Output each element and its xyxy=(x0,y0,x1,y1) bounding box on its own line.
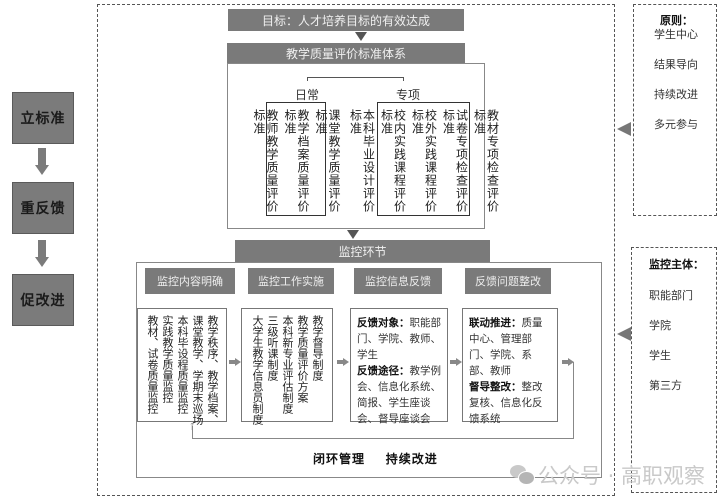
principle-item: 多元参与 xyxy=(654,118,698,131)
step-item: 教材、试卷质量监控 xyxy=(146,315,159,414)
closed-loop-footer: 闭环管理 持续改进 xyxy=(313,452,438,466)
branch-tick xyxy=(307,77,308,81)
stage-label: 重反馈 xyxy=(20,201,66,217)
special-standard: 教材专项检查评价标准 xyxy=(472,109,500,213)
daily-label: 日常 xyxy=(295,88,320,102)
special-label: 专项 xyxy=(396,88,421,102)
daily-standard: 课堂教学质量评价标准 xyxy=(314,109,341,213)
stage-label: 立标准 xyxy=(20,111,66,127)
step-title: 监控工作实施 xyxy=(258,275,324,288)
monitoring-subjects-panel xyxy=(631,247,717,493)
standard-system-bar: 教学质量评价标准体系 xyxy=(227,43,465,63)
step-item: 本科毕设程质量监控 xyxy=(176,315,189,414)
subject-item: 职能部门 xyxy=(649,289,693,302)
daily-standards-box: 课堂教学质量评价标准 教学档案质量评价标准 教师教学质量评价标准 xyxy=(252,102,341,216)
step-item: 本科新专业评估制度 xyxy=(281,315,294,414)
special-standard: 试卷专项检查评价标准 xyxy=(441,109,469,213)
step-title-bar: 监控工作实施 xyxy=(248,268,334,294)
right-arrow-icon xyxy=(450,358,462,366)
monitoring-bar: 监控环节 xyxy=(235,240,490,262)
stage-set-standards: 立标准 xyxy=(12,92,74,144)
subject-item: 学生 xyxy=(649,349,671,362)
branch-tick xyxy=(403,77,404,81)
down-arrow-icon xyxy=(35,240,49,270)
loop-line xyxy=(192,426,193,438)
principle-item: 学生中心 xyxy=(654,28,698,41)
left-triangle-icon xyxy=(617,327,631,341)
right-arrow-icon xyxy=(229,358,241,366)
step-content-box: 联动推进：质量中心、管理部门、学院、系部、教师 督导整改：整改复核、信息化反馈系… xyxy=(462,308,558,425)
daily-standard: 教学档案质量评价标准 xyxy=(283,109,310,213)
step-item: 课堂教学、学期末巡场 xyxy=(191,315,204,425)
step-title-bar: 监控内容明确 xyxy=(145,268,235,294)
watermark: 公众号 · 高职观察 xyxy=(510,460,705,490)
special-standard: 校外实践课程评价标准 xyxy=(410,109,438,213)
step-content-box: 教学秩序、教学档案、 课堂教学、学期末巡场 本科毕设程质量监控 实践教学质量监控… xyxy=(137,308,227,425)
left-triangle-icon xyxy=(617,122,631,136)
step-title: 监控信息反馈 xyxy=(365,275,431,288)
stage-label: 促改进 xyxy=(20,293,66,309)
principles-title: 原则： xyxy=(660,14,693,27)
step-item: 大学生教学信息员制度 xyxy=(251,315,264,425)
branch-connector xyxy=(307,77,403,78)
step-content-box: 反馈对象：职能部门、学院、教师、学生 反馈途径：教学例会、信息化系统、简报、学生… xyxy=(350,308,448,425)
step-item: 教学秩序、教学档案、 xyxy=(206,315,219,425)
special-standard: 本科毕业设计评价标准 xyxy=(348,109,376,213)
step-item: 教学质量评价方案 xyxy=(296,315,309,403)
stage-promote-improvement: 促改进 xyxy=(12,274,74,326)
down-triangle-icon xyxy=(347,230,359,239)
wechat-icon xyxy=(510,465,535,485)
step-content-box: 教学督导制度 教学质量评价方案 本科新专业评估制度 三级听课制度 大学生教学信息… xyxy=(241,308,333,425)
standard-system-title: 教学质量评价标准体系 xyxy=(285,46,406,61)
step-item: 教学督导制度 xyxy=(311,315,324,381)
principle-item: 持续改进 xyxy=(654,88,698,101)
loop-line xyxy=(573,362,574,438)
linkage-advance: 联动推进：质量中心、管理部门、学院、系部、教师 xyxy=(469,317,543,377)
loop-line xyxy=(192,438,574,439)
supervision-rectify: 督导整改：整改复核、信息化反馈系统 xyxy=(469,381,543,425)
special-standard: 校内实践课程评价标准 xyxy=(379,109,407,213)
principle-item: 结果导向 xyxy=(654,58,698,71)
watermark-text: 公众号 · 高职观察 xyxy=(538,464,706,488)
subjects-title: 监控主体： xyxy=(649,258,704,271)
step-title: 反馈问题整改 xyxy=(475,275,541,288)
goal-bar: 目标：人才培养目标的有效达成 xyxy=(228,9,464,31)
step-item: 三级听课制度 xyxy=(266,315,279,381)
right-arrow-icon xyxy=(562,358,574,366)
special-standards-box: 教材专项检查评价标准 试卷专项检查评价标准 校外实践课程评价标准 校内实践课程评… xyxy=(349,102,500,216)
stage-emphasize-feedback: 重反馈 xyxy=(12,182,74,234)
feedback-channel: 反馈途径：教学例会、信息化系统、简报、学生座谈会、督导座谈会 xyxy=(357,365,441,425)
daily-standard: 教师教学质量评价标准 xyxy=(252,109,279,213)
down-arrow-icon xyxy=(35,148,49,178)
main-frame xyxy=(97,4,615,496)
right-arrow-icon xyxy=(337,358,349,366)
feedback-target: 反馈对象：职能部门、学院、教师、学生 xyxy=(357,317,441,361)
step-title: 监控内容明确 xyxy=(157,275,223,288)
down-triangle-icon xyxy=(355,32,367,41)
goal-label: 目标：人才培养目标的有效达成 xyxy=(261,13,430,28)
monitoring-title: 监控环节 xyxy=(338,244,387,259)
step-title-bar: 监控信息反馈 xyxy=(354,268,442,294)
step-title-bar: 反馈问题整改 xyxy=(465,268,551,294)
subject-item: 学院 xyxy=(649,319,671,332)
subject-item: 第三方 xyxy=(649,379,682,392)
principles-panel xyxy=(633,4,717,216)
step-item: 实践教学质量监控 xyxy=(161,315,174,403)
up-arrow-icon: ↑ xyxy=(188,422,197,433)
